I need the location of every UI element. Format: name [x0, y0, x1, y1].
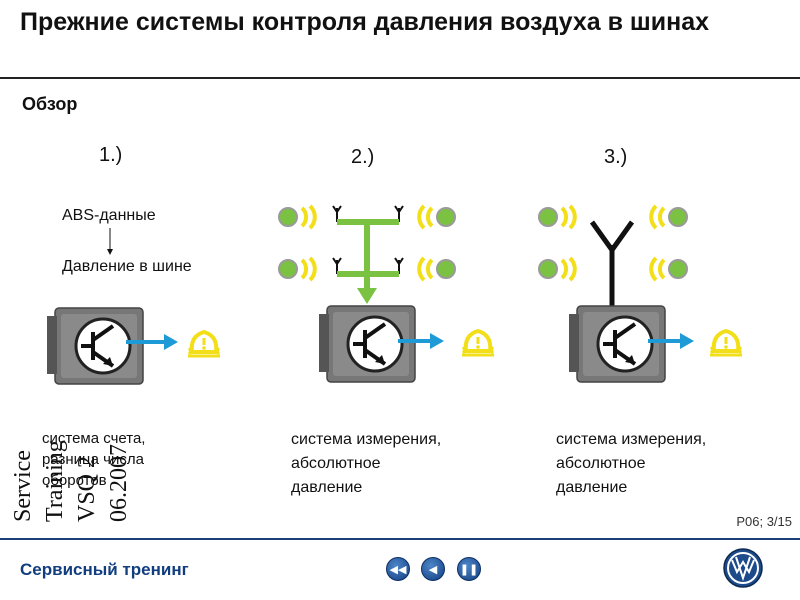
back-button[interactable]: ◀ [421, 557, 445, 581]
system-3-graphic [537, 204, 744, 384]
wheel-sensor-icon [649, 256, 689, 282]
caption-line: абсолютное [291, 455, 381, 472]
footer: Сервисный тренинг ◀◀ ◀ ❚❚ [0, 538, 800, 600]
signal-arrow-2 [430, 333, 444, 349]
data-flow-arrow [357, 288, 377, 304]
title-divider [0, 77, 800, 79]
system-2-number: 2.) [351, 146, 375, 168]
wheel-sensor-icon [537, 256, 577, 282]
system-2-caption: система измерения, абсолютное давление [291, 428, 441, 500]
vw-logo-icon [723, 548, 763, 588]
pause-button[interactable]: ❚❚ [457, 557, 481, 581]
system-1-caption: система счета, разница числа оборотов [42, 428, 145, 491]
central-antenna-icon [589, 220, 635, 312]
tire-warning-icon-1 [186, 330, 222, 358]
caption-line: система измерения, [556, 431, 707, 448]
wheel-sensor-icon [417, 256, 457, 282]
wheel-sensor-icon [277, 256, 317, 282]
down-arrow-icon [107, 228, 113, 255]
footer-title: Сервисный тренинг [20, 560, 189, 579]
system-1-number: 1.) [99, 144, 123, 166]
tire-pressure-label: Давление в шине [62, 258, 192, 275]
footer-divider [0, 538, 800, 540]
caption-line: давление [291, 479, 363, 496]
system-3-caption: система измерения, абсолютное давление [556, 428, 706, 500]
caption-line: система счета, [42, 430, 146, 447]
wheel-sensor-icon [649, 204, 689, 230]
abs-data-label: ABS-данные [62, 207, 156, 224]
rewind-icon: ◀◀ [389, 563, 407, 576]
watermark-line: 06.2007 [106, 444, 132, 522]
tire-warning-icon-2 [460, 329, 496, 357]
wheel-sensor-icon [277, 204, 317, 230]
watermark-line: VSQ 2 [74, 455, 100, 522]
caption-line: разница числа [42, 451, 144, 468]
control-unit-1 [45, 306, 145, 386]
system-2-graphic [277, 204, 496, 384]
caption-line: давление [556, 479, 628, 496]
page-indicator: P06; 3/15 [736, 514, 792, 529]
vertical-watermark: Service Training VSQ 2 06.2007 [2, 440, 142, 530]
system-1-graphic [45, 306, 222, 386]
tire-warning-icon-3 [708, 329, 744, 357]
watermark-line: Service [10, 450, 36, 522]
wheel-sensor-icon [417, 204, 457, 230]
back-icon: ◀ [428, 563, 438, 576]
control-unit-3 [567, 304, 667, 384]
watermark-line: Training [42, 440, 68, 522]
rewind-button[interactable]: ◀◀ [386, 557, 410, 581]
pause-icon: ❚❚ [459, 563, 479, 576]
section-subtitle: Обзор [22, 94, 78, 114]
system-3-number: 3.) [604, 146, 628, 168]
caption-line: оборотов [42, 472, 107, 489]
signal-arrow-3 [680, 333, 694, 349]
wheel-sensor-icon [537, 204, 577, 230]
signal-arrow-1 [164, 334, 178, 350]
caption-line: система измерения, [291, 431, 442, 448]
control-unit-2 [317, 304, 417, 384]
caption-line: абсолютное [556, 455, 646, 472]
page-title: Прежние системы контроля давления воздух… [20, 8, 710, 36]
